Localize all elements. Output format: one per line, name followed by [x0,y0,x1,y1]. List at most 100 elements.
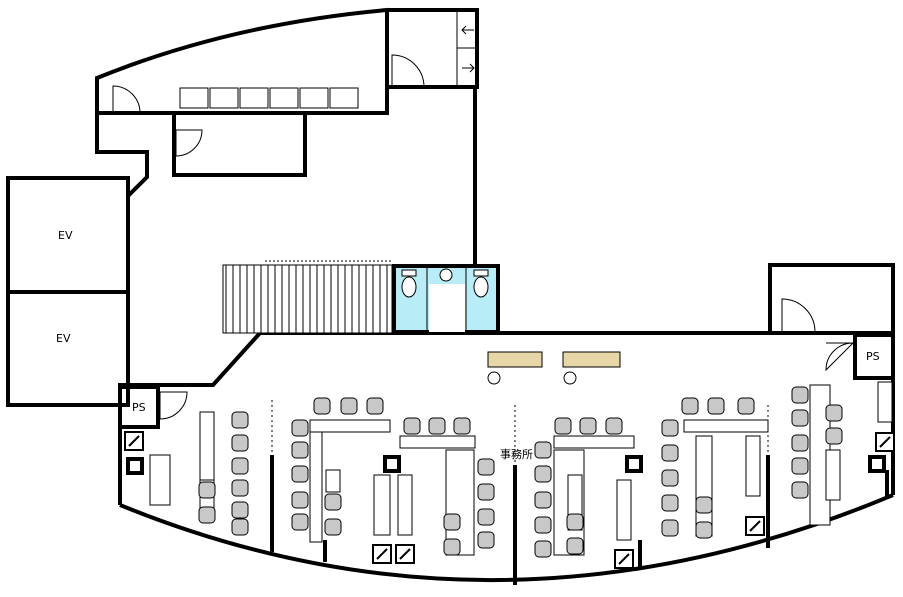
elevator-lower-label: EV [56,332,71,345]
chair [231,457,249,475]
desk [325,469,341,493]
chair [477,483,495,501]
office-label: 事務所 [500,447,533,461]
locker [269,87,299,109]
chair [661,419,679,437]
elevator-block: EV EV [6,176,130,407]
chair [534,491,552,509]
desk [373,474,391,536]
chair [291,441,309,459]
chair [443,513,461,531]
desk [745,435,761,497]
chair [661,494,679,512]
chair [534,441,552,459]
chair [737,397,755,415]
stair-frame [222,264,393,334]
chair [605,417,623,435]
chair [291,491,309,509]
ps-shafts: PS PS [118,333,895,429]
chair [477,531,495,549]
desk [309,419,391,433]
elevator-upper-label: EV [58,229,73,242]
chair [231,479,249,497]
desk [553,435,635,449]
chair [291,513,309,531]
ps-left-label: PS [132,401,146,414]
chair [477,508,495,526]
desk [616,479,632,541]
desk [877,381,893,423]
office-chairs [198,386,843,558]
chair [198,506,216,524]
chair [791,481,809,499]
restroom-block [392,264,500,334]
locker [329,87,359,109]
chair [554,417,572,435]
chair [534,540,552,558]
locker [209,87,239,109]
desk [309,431,323,543]
chair [534,516,552,534]
chair [661,444,679,462]
desk [695,435,713,537]
chair [791,457,809,475]
chair [313,397,331,415]
chair [566,537,584,555]
locker [179,87,209,109]
chair [579,417,597,435]
chair [198,481,216,499]
chair [825,427,843,445]
ps-right-label: PS [866,350,880,363]
chair [428,417,446,435]
chair [661,519,679,537]
copier-mark [749,520,761,532]
locker [299,87,329,109]
desk [149,454,171,506]
chair [695,496,713,514]
copier-mark [879,436,891,448]
chair [366,397,384,415]
desk [445,449,475,556]
desk [397,474,413,536]
chair [791,434,809,452]
desk [825,449,841,501]
copier-mark [618,553,630,565]
chair [443,538,461,556]
copier-mark [399,548,411,560]
chair [231,501,249,519]
chair [695,521,713,539]
copier-units [124,431,895,569]
reception-counters [487,351,621,385]
chair [231,434,249,452]
copier-mark [128,435,140,447]
locker [239,87,269,109]
chair [791,386,809,404]
desk [399,435,476,449]
chair [477,458,495,476]
chair [340,397,358,415]
chair [231,518,249,536]
chair [566,513,584,531]
chair [825,404,843,422]
chair [291,419,309,437]
office-desks [149,381,893,556]
staircase [222,260,393,334]
chair [791,409,809,427]
columns [126,455,886,475]
chair [403,417,421,435]
copier-mark [376,548,388,560]
locker-row [179,87,359,109]
chair [324,518,342,536]
chair [453,417,471,435]
chair [707,397,725,415]
chair [231,411,249,429]
chair [681,397,699,415]
chair [534,465,552,483]
chair [291,465,309,483]
partitions [270,400,889,585]
chair [661,469,679,487]
chair [324,493,342,511]
doors [112,25,855,420]
desk [683,419,769,433]
